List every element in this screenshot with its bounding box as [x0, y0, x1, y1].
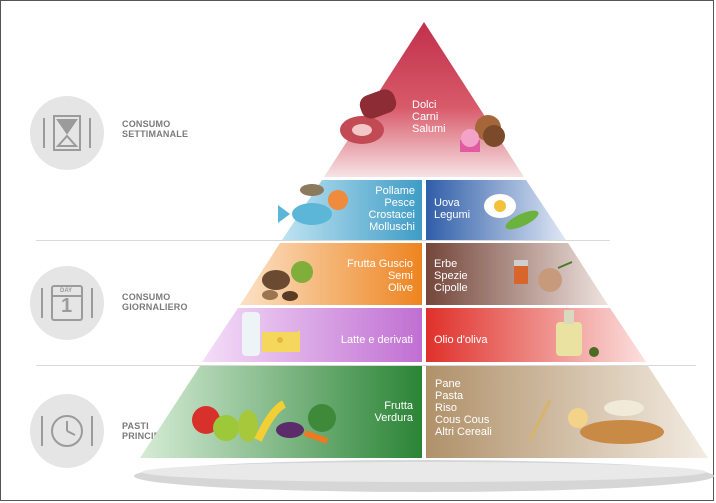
clock-cutlery-icon — [41, 415, 93, 447]
tier-herbs-right-text: Erbe Spezie Cipolle — [434, 258, 468, 294]
tier-protein-left-text: Pollame Pesce Crostacei Molluschi — [368, 185, 415, 233]
meals-label: PASTI PRINCIPALI — [122, 421, 175, 441]
egg-legumes-illustration — [484, 194, 539, 230]
spices-onion-illustration — [514, 260, 573, 292]
calendar-day-tag: DAY — [60, 288, 73, 294]
section-divider — [36, 365, 696, 366]
daily-label: CONSUMO GIORNALIERO — [122, 292, 188, 312]
tier-dairy-left-text: Latte e derivati — [340, 334, 413, 346]
fish-seafood-illustration — [278, 184, 348, 225]
nuts-olives-illustration — [262, 261, 313, 301]
meat-sweets-illustration — [340, 89, 505, 152]
tier-oil-right-text: Olio d'oliva — [434, 334, 488, 346]
calendar-day-number: 1 — [61, 295, 73, 317]
olive-oil-illustration — [556, 310, 599, 357]
tier-grains-right-text: Pane Pasta Riso Cous Cous Altri Cereali — [435, 378, 492, 438]
daily-badge: DAY 1 — [30, 266, 104, 340]
calendar-cutlery-icon — [41, 285, 93, 321]
tier-nuts-left-text: Frutta Guscio Semi Olive — [346, 258, 413, 294]
tier-produce-left — [140, 366, 422, 458]
grains-bread-illustration — [528, 399, 664, 444]
fruit-vegetables-illustration — [192, 400, 336, 444]
weekly-badge — [30, 96, 104, 170]
milk-cheese-illustration — [242, 312, 300, 356]
section-divider — [36, 240, 610, 241]
hourglass-cutlery-icon — [43, 115, 91, 151]
tier-top-text: Dolci Carni Salumi — [412, 99, 446, 135]
weekly-label: CONSUMO SETTIMANALE — [122, 119, 189, 139]
tier-produce-left-text: Frutta Verdura — [374, 400, 413, 424]
tier-nuts-left — [240, 243, 422, 305]
meals-badge — [30, 394, 104, 468]
tier-protein-right-text: Uova Legumi — [434, 197, 471, 221]
